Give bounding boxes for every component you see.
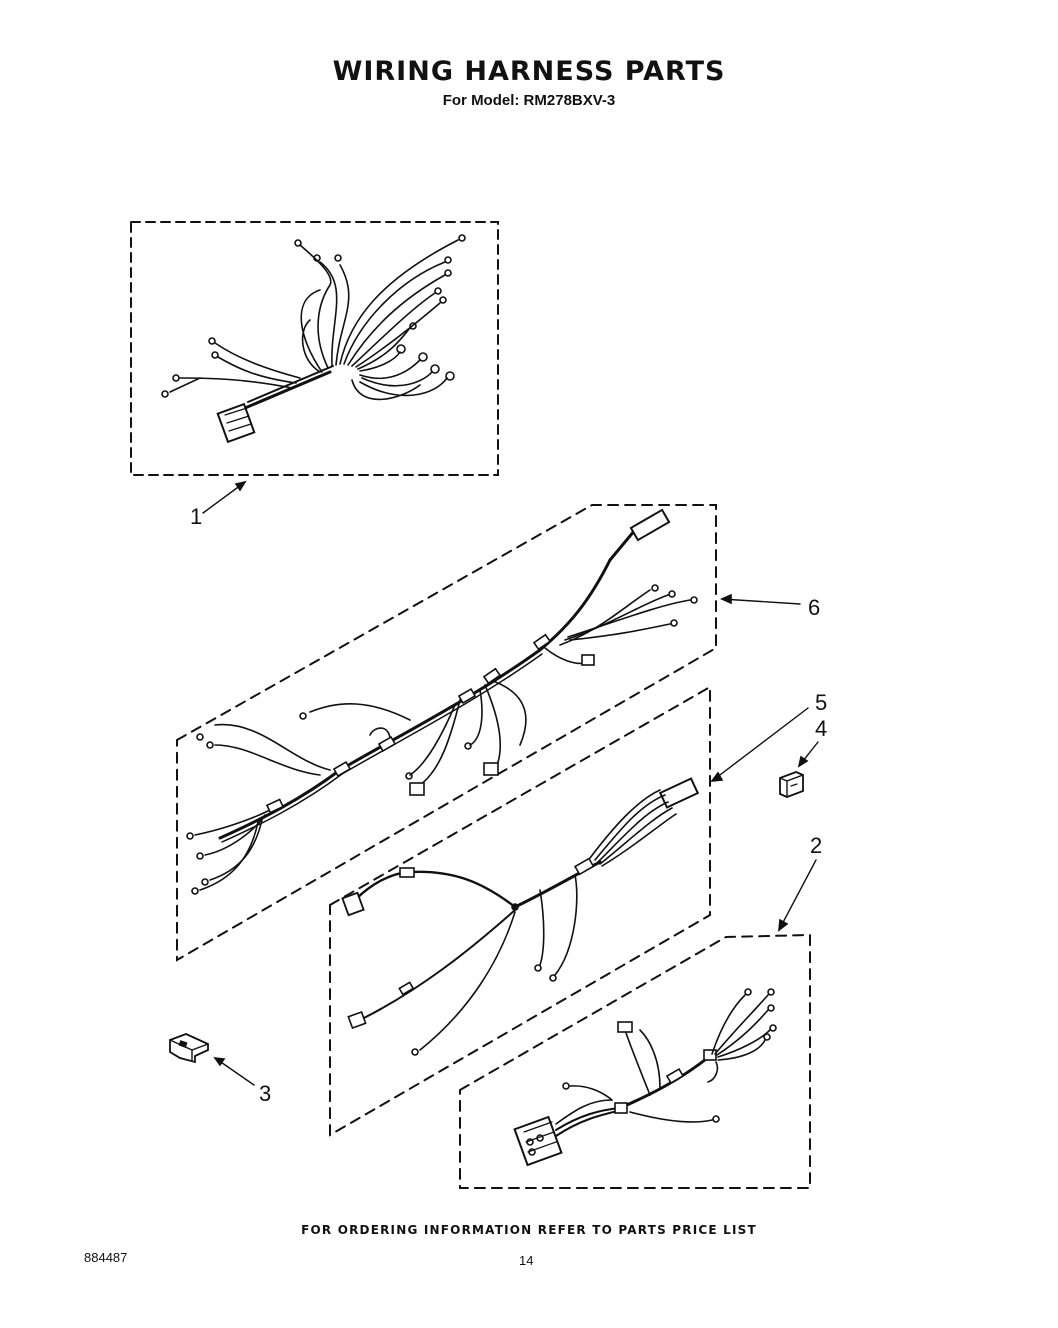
document-number: 884487: [84, 1250, 128, 1265]
harness-part-1: [130, 221, 499, 476]
harness-part-2: [459, 933, 811, 1189]
callout-5: 5: [710, 690, 827, 782]
callout-label-1: 1: [190, 504, 202, 529]
callout-label-6: 6: [808, 595, 820, 620]
harness-part-6: [176, 504, 717, 962]
callout-6: 6: [720, 593, 820, 620]
ordering-information-note: FOR ORDERING INFORMATION REFER TO PARTS …: [301, 1223, 757, 1237]
page-title: WIRING HARNESS PARTS: [332, 56, 726, 87]
callout-label-3: 3: [259, 1081, 271, 1106]
harness-part-5: [329, 685, 711, 1137]
part-3-bracket: [169, 1033, 209, 1064]
part-5-right-connector: [658, 777, 700, 809]
part-1-boundary: [130, 221, 499, 476]
part-2-boundary: [459, 933, 811, 1189]
part-6-boundary: [176, 504, 717, 962]
callout-label-5: 5: [815, 690, 827, 715]
callout-label-4: 4: [815, 716, 827, 741]
part-6-top-connector: [629, 508, 671, 542]
callout-3: 3: [213, 1057, 271, 1106]
callout-2: 2: [778, 833, 822, 932]
model-subtitle: For Model: RM278BXV-3: [442, 92, 616, 109]
part-1-connector-block: [216, 402, 256, 444]
part-5-boundary: [329, 685, 711, 1137]
part-4-clip: [779, 771, 804, 798]
page-number: 14: [519, 1253, 534, 1268]
callout-1: 1: [190, 480, 247, 529]
callout-label-2: 2: [810, 833, 822, 858]
callout-4: 4: [797, 716, 827, 768]
